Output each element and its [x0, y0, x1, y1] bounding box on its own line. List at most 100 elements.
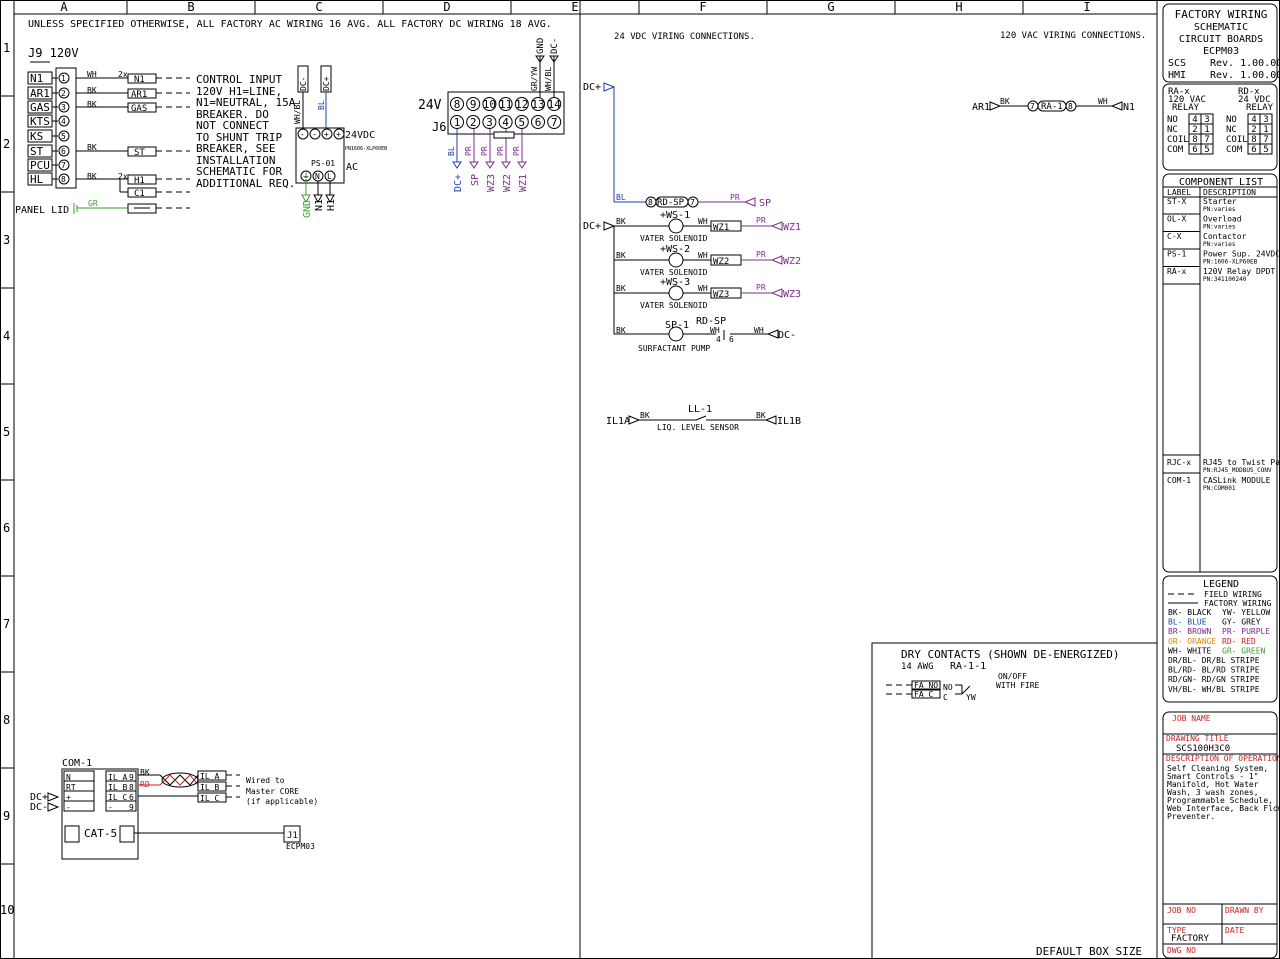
j6-24v: 24V: [418, 98, 442, 113]
j6-wire: PR: [512, 146, 521, 156]
svg-text:Rev. 1.00.00: Rev. 1.00.00: [1210, 58, 1280, 69]
svg-text:+: +: [336, 130, 341, 139]
j6-pin-top: 11: [499, 98, 512, 111]
col-label: D: [443, 0, 450, 14]
svg-text:DRAWING TITLE: DRAWING TITLE: [1166, 734, 1229, 743]
svg-text:C: C: [943, 693, 948, 702]
svg-text:PR: PR: [756, 283, 766, 292]
legend-color: VH/BL- WH/BL STRIPE: [1168, 685, 1260, 694]
il1b-term: IL1B: [777, 416, 801, 427]
component-desc: 120V Relay DPDT: [1203, 267, 1275, 276]
component-label: PS-1: [1167, 250, 1186, 259]
svg-text:TO SHUNT TRIP: TO SHUNT TRIP: [196, 131, 282, 144]
ecpm-ref: ECPM03: [286, 842, 315, 851]
svg-text:7: 7: [690, 198, 695, 207]
solenoid-coil: [668, 285, 684, 301]
solenoid-desc: VATER SOLENOID: [640, 268, 708, 277]
ps01-label: PS-01: [311, 159, 335, 168]
svg-text:RA-x: RA-x: [1168, 87, 1190, 97]
j6-pin-bot: 4: [502, 116, 509, 129]
svg-text:PR: PR: [756, 250, 766, 259]
svg-text:24 VDC: 24 VDC: [1238, 95, 1271, 105]
j6-pin-bot: 2: [470, 116, 477, 129]
dc-wiring: DC+ BL 8 RD-SP 7 PR SP DC+ BK+WS-1VATER …: [583, 82, 801, 432]
row-label: 5: [3, 425, 10, 439]
component-desc: Starter: [1203, 197, 1237, 206]
svg-text:IL B: IL B: [200, 783, 219, 792]
svg-text:CIRCUIT BOARDS: CIRCUIT BOARDS: [1179, 34, 1263, 45]
solenoid-desc: VATER SOLENOID: [640, 301, 708, 310]
svg-text:BREAKER. DO: BREAKER. DO: [196, 108, 269, 121]
j6-wire-gryw: GR/YW: [530, 67, 539, 91]
j9-pin-num: 4: [61, 117, 66, 126]
j9-pin-num: 6: [61, 147, 66, 156]
svg-text:8: 8: [648, 198, 653, 207]
j9-pin-label: ST: [30, 145, 44, 158]
row-label: 1: [3, 41, 10, 55]
col-label: A: [60, 0, 68, 14]
j9-qty: 2x: [118, 172, 128, 181]
svg-text:BK: BK: [616, 217, 626, 226]
svg-text:WH: WH: [698, 284, 708, 293]
legend-color: WH- WHITE: [1168, 646, 1212, 655]
control-input-note: CONTROL INPUT 120V H1=LINE, N1=NEUTRAL, …: [196, 73, 296, 190]
component-label: C-X: [1167, 232, 1182, 241]
svg-text:RELAY: RELAY: [1172, 103, 1200, 113]
com1-note: Wired to: [246, 776, 285, 785]
svg-text:6: 6: [1251, 145, 1256, 155]
j6-pin-bot: 1: [454, 116, 461, 129]
legend-color: OR- ORANGE: [1168, 637, 1216, 646]
svg-text:7: 7: [1263, 135, 1268, 145]
relay-row-label: NO: [1226, 115, 1237, 125]
j9-pin-num: 8: [61, 175, 66, 184]
relay-row-label: NO: [1167, 115, 1178, 125]
j6-term: WZ1: [518, 174, 529, 192]
svg-text:8: 8: [1251, 135, 1256, 145]
legend-color: PR- PURPLE: [1222, 627, 1270, 636]
svg-text:(if applicable): (if applicable): [246, 797, 318, 806]
dc-sp-term: SP: [759, 198, 771, 209]
j9-pin-label: KTS: [30, 115, 50, 128]
j6-label: J6: [432, 120, 446, 134]
svg-text:8: 8: [1192, 135, 1197, 145]
ac-relay: RA-1: [1041, 102, 1063, 112]
svg-text:IL C: IL C: [200, 794, 219, 803]
com1-row-num: 6: [129, 793, 134, 802]
component-desc: Overload: [1203, 215, 1242, 224]
dry-title: DRY CONTACTS (SHOWN DE-ENERGIZED): [901, 648, 1120, 661]
column-labels: A B C D E F G H I: [60, 0, 1090, 14]
svg-text:DC+: DC+: [30, 792, 48, 803]
component-desc: CASLink MODULE: [1203, 476, 1271, 485]
type-value: FACTORY: [1171, 934, 1210, 944]
j6-pin-bot: [450, 115, 464, 129]
ac-wiring: AR1 BK 7 RA-1 8 WH N1: [972, 97, 1135, 113]
ps01-24vdc: 24VDC: [345, 130, 375, 141]
j6-term-gnd: GND: [536, 38, 546, 54]
svg-text:6: 6: [1192, 145, 1197, 155]
svg-text:4: 4: [1251, 115, 1256, 125]
j6-term-dcminus: DC-: [550, 38, 560, 54]
svg-text:Smart Controls - 1": Smart Controls - 1": [1167, 772, 1259, 781]
term-st: ST: [134, 148, 145, 158]
j6-pin-bot: [466, 115, 481, 129]
solenoid-output: WZ3: [783, 289, 801, 300]
svg-text:2: 2: [1251, 125, 1256, 135]
svg-text:3: 3: [1204, 115, 1209, 125]
j9-pin-num: 3: [61, 103, 66, 112]
cat5-label: CAT-5: [84, 827, 117, 840]
svg-text:FA C: FA C: [914, 690, 933, 699]
solenoid-term: WZ1: [713, 223, 729, 233]
j9-pin-num: 7: [61, 161, 66, 170]
relay-row-label: NC: [1167, 125, 1178, 135]
j6-pin-top: 10: [483, 98, 496, 111]
j9-pin-num: [58, 115, 70, 127]
svg-text:2: 2: [1192, 125, 1197, 135]
j6-pin-top: [498, 97, 513, 111]
solenoid-output: WZ2: [783, 256, 801, 267]
j6-pin-top: [466, 97, 481, 111]
legend-color: BR- BROWN: [1168, 627, 1212, 636]
power-supply-ps01: PS-01 PN1606-XLP60EB 24VDC AC - - + + ⏚ …: [293, 65, 387, 218]
svg-text:RD-x: RD-x: [1238, 87, 1260, 97]
relay-row-label: COM: [1226, 145, 1243, 155]
